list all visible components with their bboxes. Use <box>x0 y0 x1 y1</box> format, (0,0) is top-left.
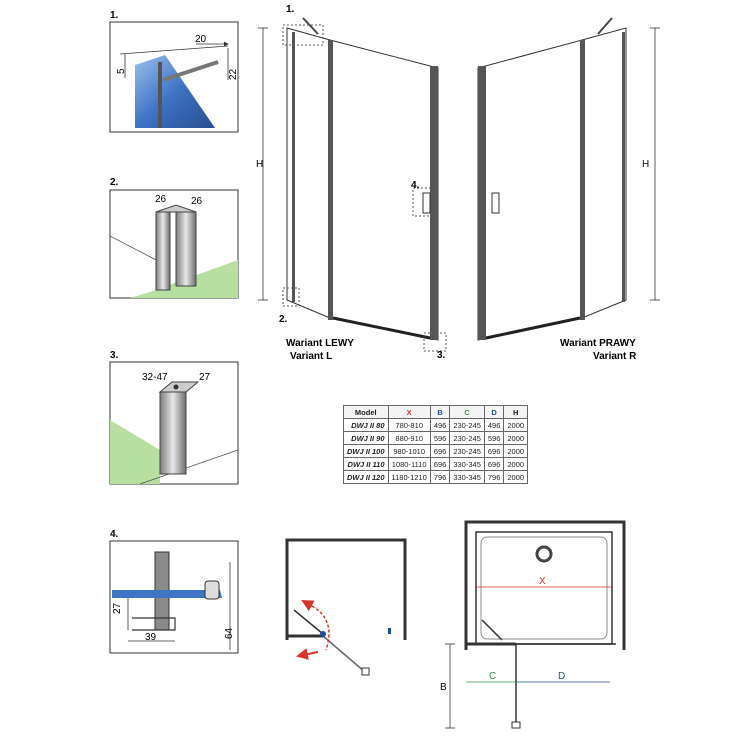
detail-4-dim-v: 64 <box>224 627 235 639</box>
table-cell: DWJ II 80 <box>343 418 389 432</box>
enclosure-right: H <box>477 17 660 341</box>
table-cell: 330-345 <box>449 457 485 471</box>
detail-4-dim-w: 39 <box>145 632 157 643</box>
table-cell: 1180-1210 <box>387 470 431 484</box>
table-cell: 880-910 <box>387 431 431 445</box>
detail-4-number: 4. <box>110 529 119 540</box>
variant-right-line2: Variant R <box>593 351 637 362</box>
table-cell: 696 <box>483 444 505 458</box>
detail-2-dim-b: 26 <box>191 196 203 207</box>
detail-1-glass <box>135 55 215 128</box>
table-cell: 230-245 <box>449 431 485 445</box>
table-cell: 2000 <box>503 444 529 458</box>
variant-right-line1: Wariant PRAWY <box>560 338 636 349</box>
table-cell: 2000 <box>503 457 529 471</box>
detail-1-dim-left: 5 <box>116 68 127 74</box>
detail-3-dim-b: 27 <box>199 372 211 383</box>
plan-dim-d: D <box>558 671 565 682</box>
table-cell: 496 <box>429 418 451 432</box>
detail-1-dim-top: 20 <box>195 34 207 45</box>
detail-2-floor <box>130 260 238 298</box>
detail-1-dim-right: 22 <box>228 68 239 80</box>
drain <box>535 545 553 563</box>
table-cell: 696 <box>429 457 451 471</box>
col-d: D <box>483 405 505 419</box>
callout-3: 3. <box>437 350 446 361</box>
enclosure-left: H 1. 4. 2. 3. <box>256 4 447 361</box>
door-right <box>477 39 583 341</box>
plan-large: X B C D <box>440 520 626 729</box>
table-cell: 696 <box>483 457 505 471</box>
detail-3-profile <box>159 391 187 475</box>
detail-3-floor <box>110 420 160 484</box>
col-model: Model <box>343 405 389 419</box>
plan-dim-c: C <box>489 671 496 682</box>
detail-2-number: 2. <box>110 177 119 188</box>
col-b: B <box>429 405 451 419</box>
height-label-right: H <box>642 159 649 170</box>
swing-arrow-in <box>301 600 315 612</box>
detail-4-dim-h: 27 <box>112 602 123 614</box>
fixed-panel-right <box>581 27 627 319</box>
detail-4-glass <box>112 590 222 598</box>
table-cell: 230-245 <box>449 444 485 458</box>
table-cell: 330-345 <box>449 470 485 484</box>
table-cell: 796 <box>483 470 505 484</box>
detail-1-number: 1. <box>110 10 119 21</box>
table-cell: 2000 <box>503 431 529 445</box>
plan-dim-b: B <box>440 682 447 693</box>
callout-2: 2. <box>279 314 288 325</box>
door-left <box>329 39 439 341</box>
table-cell: 980-1010 <box>387 444 431 458</box>
col-c: C <box>449 405 485 419</box>
table-cell: DWJ II 120 <box>343 470 389 484</box>
table-cell: 596 <box>483 431 505 445</box>
col-x: X <box>387 405 431 419</box>
height-label-left: H <box>256 159 263 170</box>
col-h: H <box>503 405 529 419</box>
table-cell: DWJ II 100 <box>343 444 389 458</box>
detail-3: 3. 32-47 27 <box>109 350 239 485</box>
table-cell: 696 <box>429 444 451 458</box>
table-cell: 780-810 <box>387 418 431 432</box>
table-cell: 596 <box>429 431 451 445</box>
table-cell: 2000 <box>503 418 529 432</box>
detail-1-arm <box>162 60 219 82</box>
table-cell: DWJ II 90 <box>343 431 389 445</box>
detail-2-profile-b <box>175 211 197 287</box>
table-cell: 230-245 <box>449 418 485 432</box>
swing-arrow-out <box>296 648 319 660</box>
variant-left-line1: Wariant LEWY <box>286 338 354 349</box>
detail-4-handle <box>204 580 220 600</box>
detail-2-dim-a: 26 <box>155 194 167 205</box>
plan-small <box>285 538 407 676</box>
detail-1: 1. 20 5 22 <box>109 10 239 133</box>
table-cell: 2000 <box>503 470 529 484</box>
detail-2-profile-a <box>155 211 171 291</box>
plan-dim-x: X <box>539 576 546 587</box>
detail-3-dim-a: 32-47 <box>142 372 168 383</box>
detail-4: 4. 27 39 64 <box>109 529 239 654</box>
variant-left-line2: Variant L <box>290 351 332 362</box>
table-cell: 496 <box>483 418 505 432</box>
detail-3-number: 3. <box>110 350 119 361</box>
callout-4: 4. <box>411 180 420 191</box>
detail-2: 2. 26 26 <box>109 177 239 299</box>
table-cell: 1080-1110 <box>387 457 431 471</box>
table-cell: 796 <box>429 470 451 484</box>
table-cell: DWJ II 110 <box>343 457 389 471</box>
door-handle-left <box>422 192 431 214</box>
table-header-row: Model X B C D H <box>343 405 529 419</box>
callout-1: 1. <box>286 4 295 15</box>
door-handle-right <box>491 192 500 214</box>
